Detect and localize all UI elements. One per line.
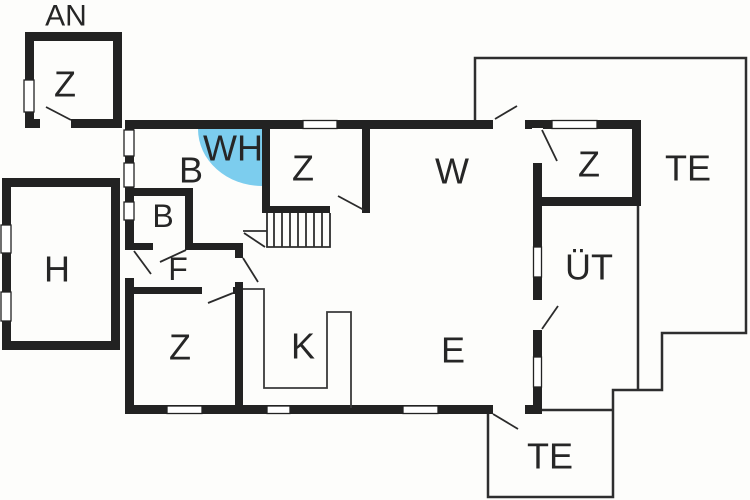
- label-whirlpool-wh: WH: [203, 128, 263, 169]
- door-swings: [45, 105, 559, 430]
- bedroom-right-wall-east: [632, 120, 641, 206]
- bath-landing-door-swing: [243, 232, 266, 248]
- label-bedroom-z-middle: Z: [292, 148, 314, 189]
- label-bedroom-z-right: Z: [578, 144, 600, 185]
- bottom-window-1: [166, 405, 203, 415]
- hall-east-stub-bottom: [235, 282, 243, 289]
- label-hallway-f: F: [168, 251, 188, 287]
- label-kitchen-k: K: [291, 326, 315, 367]
- bedroom-middle-wall-south: [262, 206, 370, 213]
- windows: [0, 79, 598, 415]
- h-window-2: [0, 291, 12, 322]
- annex-wall-bottom: [25, 119, 122, 128]
- right-window-1: [532, 246, 543, 278]
- left-window-2: [123, 162, 135, 188]
- hall-wall-bottom: [125, 287, 243, 294]
- entry-door-swing: [133, 250, 152, 275]
- label-bathroom-small-b: B: [152, 198, 173, 234]
- bedroom-bottom-door-opening: [202, 286, 233, 295]
- whirlpool-tub-shape: [198, 129, 262, 186]
- bedroom-middle-wall-left: [262, 120, 270, 213]
- bedroom-bottom-wall-right: [235, 287, 243, 414]
- label-outbuilding-h: H: [44, 249, 70, 290]
- h-window-1: [0, 224, 12, 254]
- bedroom-middle-door-opening: [330, 205, 362, 214]
- room-labels: AN Z H B WH B F Z Z K W E Z ÜT TE TE: [44, 0, 711, 477]
- label-bathroom-main-b: B: [179, 150, 203, 191]
- annex-door-opening: [40, 118, 71, 129]
- bottom-window-2: [266, 405, 291, 415]
- small-bath-door-opening: [153, 242, 185, 251]
- annex-door-swing: [45, 106, 72, 121]
- h-wall-bottom: [2, 341, 120, 350]
- terrace-outline: [473, 56, 748, 499]
- label-living-room-w: W: [435, 151, 469, 192]
- label-covered-terrace: ÜT: [565, 247, 613, 288]
- door-openings: [40, 118, 543, 415]
- annex-wall-right: [113, 32, 122, 128]
- small-bath-wall-top: [125, 188, 193, 196]
- left-window-1: [123, 129, 135, 157]
- bedroom-right-wall-south: [533, 197, 641, 206]
- bottom-window-3: [402, 405, 439, 415]
- hall-kitchen-door-swing: [242, 257, 259, 283]
- annex-wall-top: [25, 32, 122, 41]
- covered-terrace-door-swing: [541, 305, 559, 330]
- kitchen-counter: [243, 288, 352, 408]
- house-wall-top: [125, 120, 641, 129]
- label-terrace-bottom: TE: [527, 436, 573, 477]
- label-bedroom-z-bottom: Z: [169, 327, 191, 368]
- bedroom-right-door-opening: [532, 128, 543, 163]
- right-window-2: [532, 356, 543, 388]
- small-bath-door-swing: [159, 249, 187, 263]
- label-annex-room-z: Z: [54, 64, 76, 105]
- small-bath-wall-right: [185, 188, 193, 250]
- bedroom-right-door-swing: [541, 129, 558, 162]
- entry-door-opening: [124, 250, 135, 278]
- stairs: [243, 213, 331, 248]
- h-wall-top: [2, 178, 120, 187]
- covered-terrace-door-opening: [532, 300, 543, 330]
- house-wall-bottom: [125, 405, 533, 414]
- bedroom-middle-door-swing: [337, 195, 365, 211]
- label-dining-area-e: E: [441, 330, 465, 371]
- annex-window: [23, 79, 35, 113]
- label-annex-title: AN: [45, 0, 87, 33]
- terrace-top-door-swing: [494, 105, 518, 120]
- h-wall-right: [111, 178, 120, 350]
- hall-east-stub-top: [235, 250, 243, 258]
- label-terrace-right: TE: [665, 148, 711, 189]
- terrace-bottom-door-opening: [493, 404, 525, 415]
- bedroom-bottom-door-swing: [207, 292, 234, 304]
- terrace-top-door-opening: [493, 119, 525, 130]
- top-window-middle: [302, 119, 338, 130]
- h-wall-left: [2, 178, 11, 350]
- top-window-right: [551, 119, 598, 130]
- bedroom-middle-wall-right: [362, 120, 370, 213]
- terrace-bottom-door-swing: [492, 413, 519, 430]
- left-window-3: [123, 201, 135, 221]
